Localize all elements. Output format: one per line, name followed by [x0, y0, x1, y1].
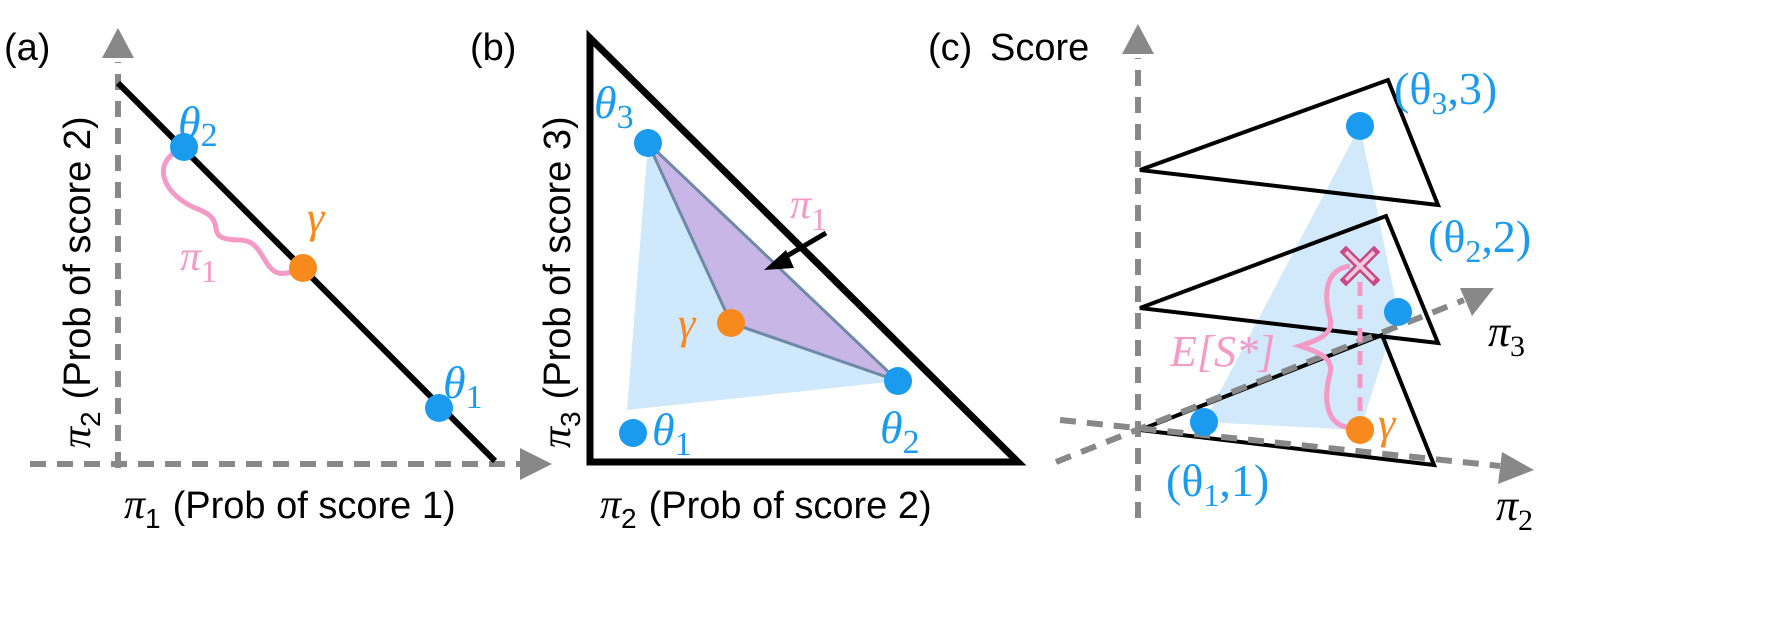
- panel-c-score-arrowhead: [1122, 24, 1154, 54]
- panel-c-pi2-arrowhead: [1498, 452, 1534, 484]
- panel-a-gamma-label: γ: [307, 193, 326, 242]
- panel-b-gamma-label: γ: [678, 299, 697, 348]
- panel-c-layer-2: [1139, 213, 1442, 346]
- panel-c-theta2-point: [1384, 298, 1412, 326]
- panel-a-tag: (a): [4, 27, 50, 69]
- panel-b-theta3-point: [634, 129, 662, 157]
- panel-b-theta2-label: θ2: [880, 402, 920, 461]
- panel-c-hull: [1204, 126, 1398, 430]
- panel-c-y-label: Score: [990, 27, 1089, 69]
- panel-b-tag: (b): [470, 27, 516, 69]
- panel-c-theta1-label: (θ1,1): [1166, 455, 1269, 513]
- panel-b-arrow-label: π1: [790, 182, 827, 237]
- panel-b-y-label: π3(Prob of score 3): [534, 116, 586, 448]
- panel-b: (b) θ3 π1 γ θ1 θ2 π2(Prob of score 2) π3…: [470, 27, 1027, 534]
- panel-b-theta1-point: [619, 419, 647, 447]
- panel-b-x-label: π2(Prob of score 2): [600, 482, 932, 534]
- panel-c-theta1-point: [1190, 408, 1218, 436]
- panel-a-brace: [161, 145, 302, 277]
- panel-a-theta2-label: θ2: [178, 97, 218, 154]
- panel-c-gamma-label: γ: [1378, 399, 1397, 448]
- panel-b-theta1-label: θ1: [652, 404, 692, 463]
- panel-c-pi3-label: π3: [1488, 307, 1525, 363]
- panel-c-pi3-axis: [1054, 297, 1466, 465]
- panel-a-x-label: π1(Prob of score 1): [124, 482, 456, 534]
- panel-c-gamma-point: [1346, 416, 1374, 444]
- panel-a-y-label: π2(Prob of score 2): [54, 116, 106, 448]
- panel-c-expectation-marker: [1339, 245, 1381, 287]
- panel-c-theta3-label: (θ3,3): [1394, 63, 1497, 121]
- panel-c-layer-3: [1139, 77, 1442, 208]
- panel-a: (a) θ2 γ π1 θ1 π1(Prob of score 1) π2(Pr…: [4, 27, 552, 534]
- panel-c-theta3-point: [1346, 112, 1374, 140]
- panel-c-pi2-label: π2: [1496, 481, 1533, 537]
- panel-b-theta3-label: θ3: [594, 77, 634, 136]
- panel-b-simplex-triangle: [586, 29, 1027, 466]
- panel-c-brace: [1292, 263, 1351, 431]
- panel-b-theta2-point: [884, 367, 912, 395]
- panel-a-brace-label: π1: [180, 234, 217, 289]
- panel-b-arrow-head: [764, 250, 794, 270]
- panel-c-pi2-axis: [1059, 417, 1501, 469]
- panel-b-gamma-point: [717, 309, 745, 337]
- panel-c-tag: (c): [928, 27, 972, 69]
- panel-c: (c) Score (θ3,3): [928, 24, 1534, 537]
- panel-a-theta1-point: [425, 394, 453, 422]
- panel-a-y-arrowhead: [102, 28, 134, 58]
- panel-a-x-arrowhead: [520, 448, 552, 480]
- panel-c-theta2-label: (θ2,2): [1428, 211, 1531, 269]
- panel-c-expectation-label: E[S*]: [1169, 327, 1275, 376]
- panel-a-gamma-point: [289, 254, 317, 282]
- panel-a-theta2-point: [170, 133, 198, 161]
- panel-a-theta1-label: θ1: [443, 357, 483, 416]
- panel-c-pi3-arrowhead: [1460, 288, 1494, 316]
